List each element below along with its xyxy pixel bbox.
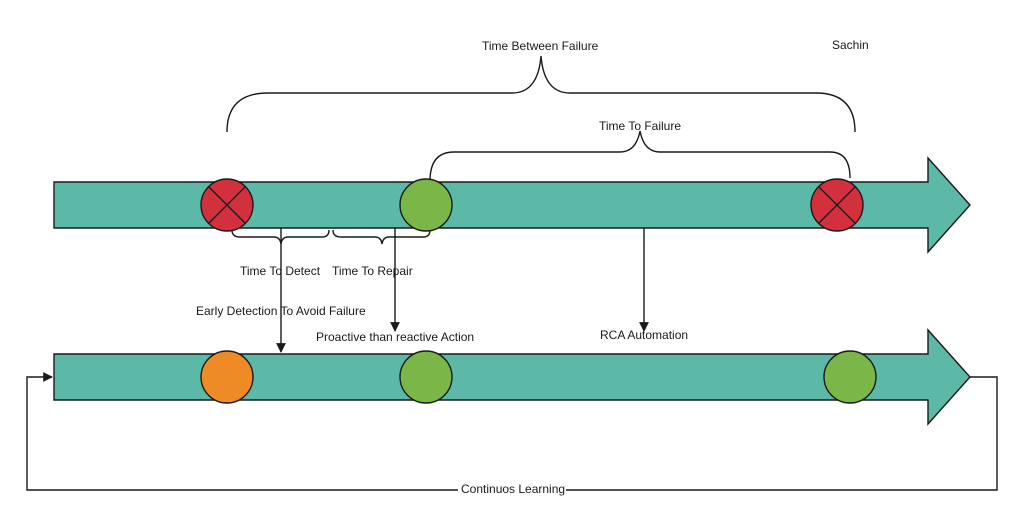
continuous-learning-label: Continuos Learning	[461, 482, 565, 496]
current-timeline-arrow	[53, 156, 971, 254]
event-proactive-action-healthy-icon	[399, 350, 453, 404]
time-to-failure-label: Time To Failure	[599, 119, 681, 133]
improved-timeline-events	[200, 350, 877, 404]
time-to-failure-brace	[429, 130, 851, 182]
x-mark-icon	[208, 186, 246, 224]
time-to-repair-brace	[332, 229, 431, 245]
x-mark-icon	[818, 186, 856, 224]
current-timeline-events	[200, 178, 864, 232]
event-early-detection-warning-icon	[200, 350, 254, 404]
time-between-failure-label: Time Between Failure	[482, 39, 599, 53]
time-to-repair-label: Time To Repair	[332, 264, 413, 278]
early-detection-label: Early Detection To Avoid Failure	[196, 304, 366, 318]
time-between-failure-brace	[226, 55, 856, 133]
event-recovered-healthy-icon	[399, 178, 453, 232]
author-label: Sachin	[832, 38, 869, 52]
proactive-action-label: Proactive than reactive Action	[316, 330, 474, 344]
event-rca-automation-healthy-icon	[823, 350, 877, 404]
rca-automation-label: RCA Automation	[600, 328, 688, 342]
improved-timeline-arrow	[53, 328, 971, 426]
